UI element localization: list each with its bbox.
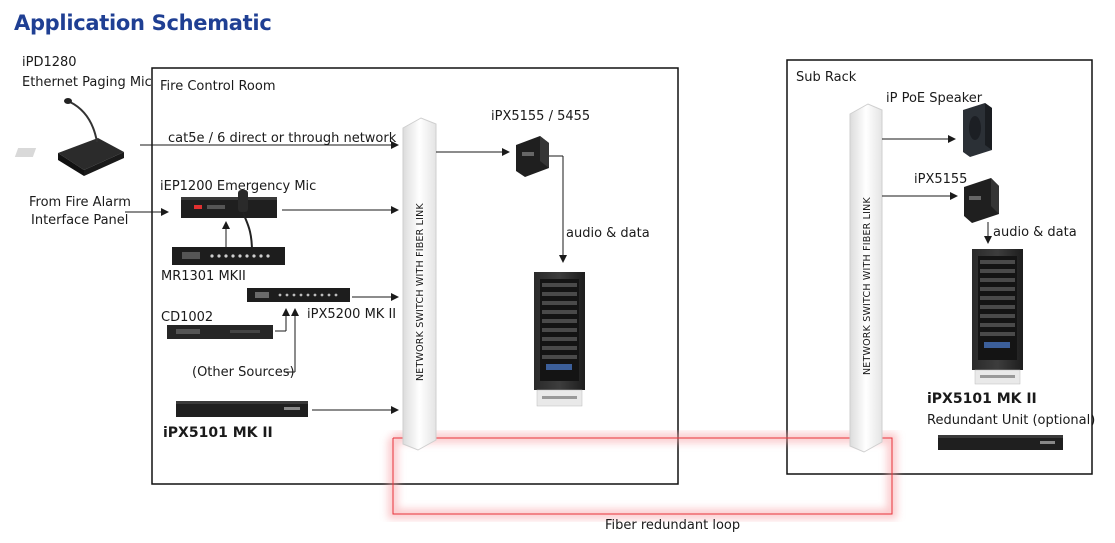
fiber-loop-label: Fiber redundant loop (605, 518, 741, 533)
fiber-loop (388, 433, 897, 519)
poe-speaker-label: iP PoE Speaker (886, 91, 983, 106)
ipx5155-main-label: iPX5155 / 5455 (491, 109, 591, 124)
ipx5101-main-device (176, 401, 308, 417)
sub-rack-box (786, 59, 1093, 475)
cd1002-label: CD1002 (161, 310, 214, 325)
network-switch-sub (849, 103, 883, 453)
fire-alarm-line2: Interface Panel (31, 213, 129, 228)
audio-data-main-label: audio & data (566, 226, 650, 241)
mr1301-device (172, 247, 285, 265)
redundant-unit-label: Redundant Unit (optional) (927, 413, 1096, 428)
emergency-mic-device (181, 190, 277, 253)
sub-rack-label: Sub Rack (796, 70, 857, 85)
ipx5200-label: iPX5200 MK II (307, 307, 397, 322)
ipx5101-main-label: iPX5101 MK II (163, 425, 273, 441)
audio-data-sub-label: audio & data (993, 225, 1077, 240)
switch-label-sub: NETWORK SWITCH WITH FIBER LINK (862, 197, 873, 375)
main-rack-device (534, 272, 585, 407)
ipx5155-sub-device (964, 178, 999, 223)
fire-control-room-label: Fire Control Room (160, 79, 276, 94)
redundant-unit-device (938, 435, 1063, 450)
connection-lines (125, 135, 992, 414)
paging-mic-name: Ethernet Paging Mic (22, 75, 152, 90)
cat5e-label: cat5e / 6 direct or through network (168, 131, 397, 146)
ipx5200-device (247, 288, 350, 302)
cd1002-device (167, 325, 273, 339)
fire-control-room-box (151, 67, 679, 485)
page-title: Application Schematic (14, 11, 272, 35)
other-sources-label: (Other Sources) (192, 365, 295, 380)
poe-speaker-device (963, 103, 992, 157)
ipx5155-main-device (516, 136, 549, 177)
fire-alarm-line1: From Fire Alarm (29, 195, 131, 210)
emergency-mic-label: iEP1200 Emergency Mic (160, 179, 317, 194)
ipx5101-sub-label: iPX5101 MK II (927, 391, 1037, 407)
ipx5155-sub-label: iPX5155 (914, 172, 968, 187)
network-switch-main (402, 117, 437, 451)
sub-rack-device (972, 249, 1023, 385)
paging-mic-device (14, 98, 124, 176)
paging-mic-model: iPD1280 (22, 55, 77, 70)
switch-label-main: NETWORK SWITCH WITH FIBER LINK (415, 203, 426, 381)
mr1301-label: MR1301 MKII (161, 269, 246, 284)
